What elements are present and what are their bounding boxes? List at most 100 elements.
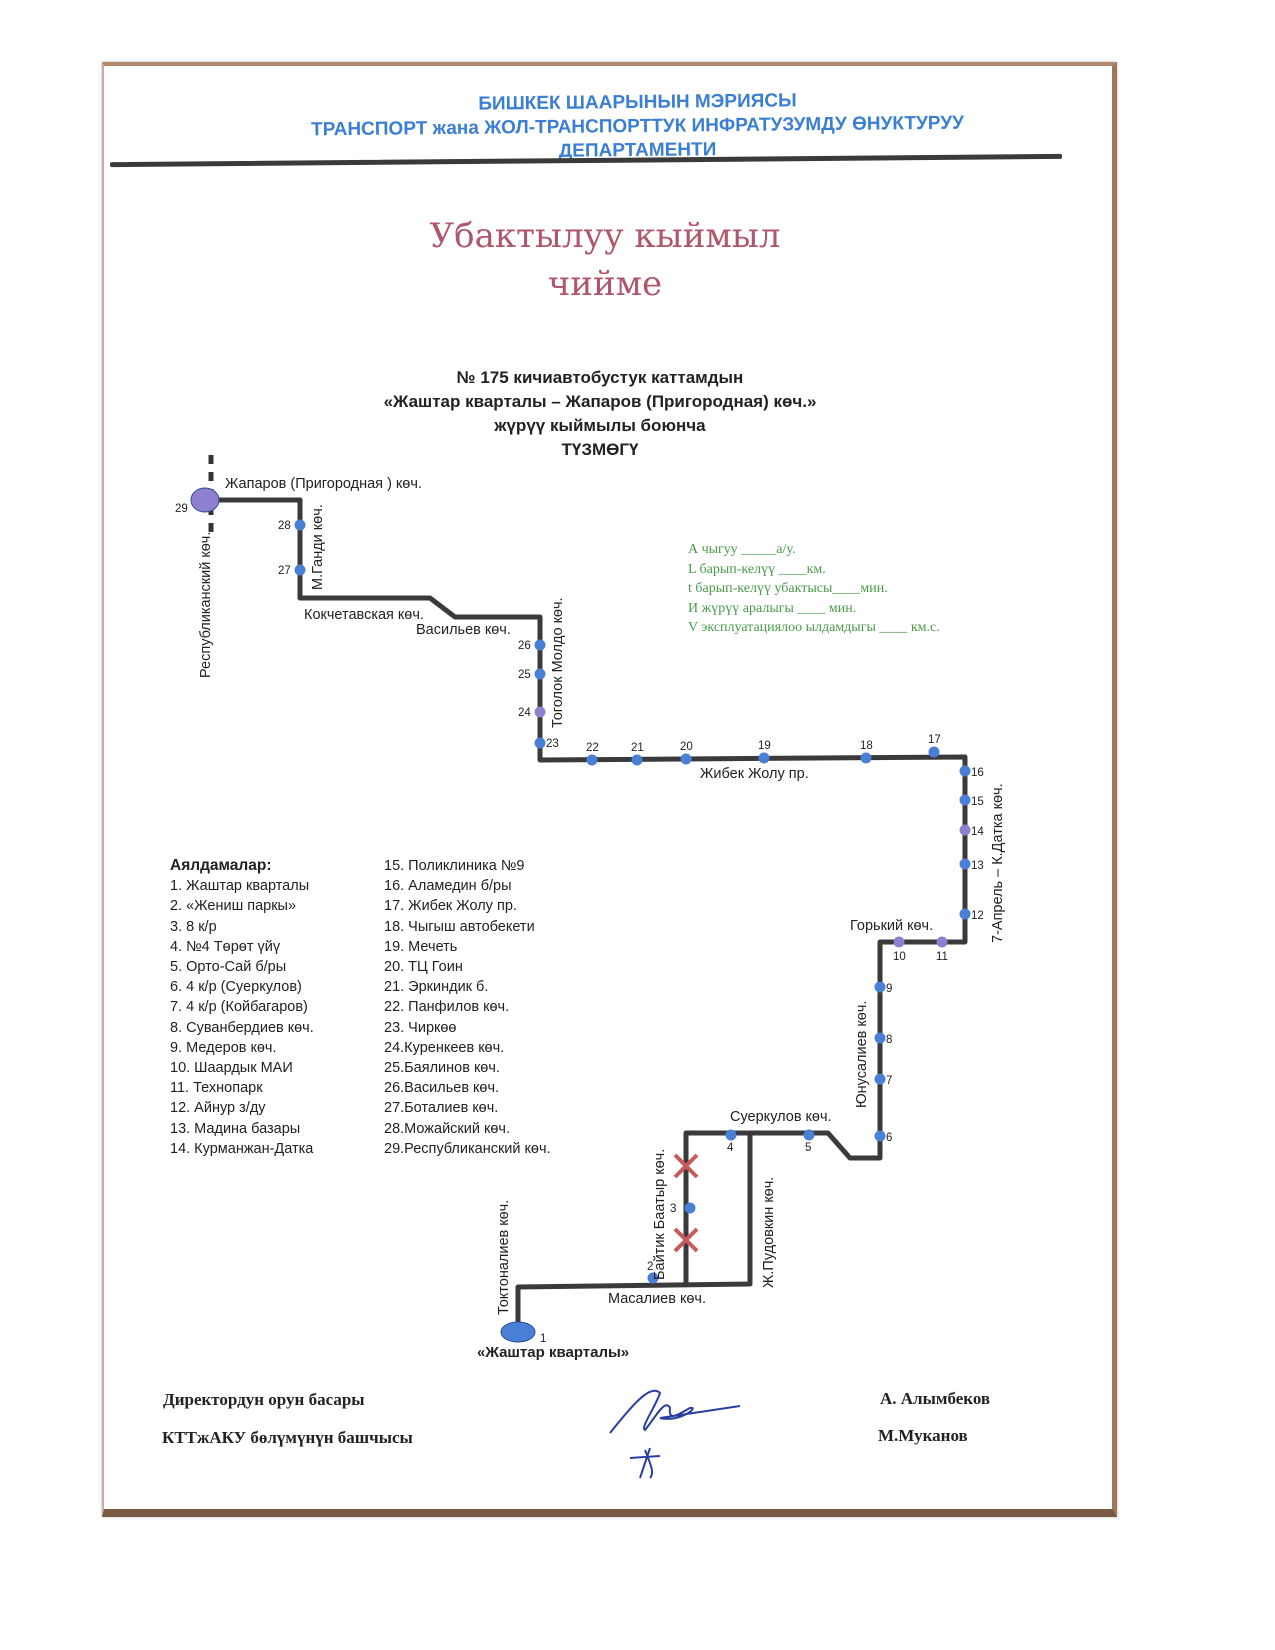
- title-line-2: чийме: [547, 264, 663, 304]
- map-stop-1: 1: [500, 1321, 546, 1345]
- street-label-vasilev: Васильев көч.: [416, 622, 511, 638]
- street-label-toktonaliev: Токтоналиев көч.: [496, 1200, 512, 1315]
- stop-list-item: 15. Поликлиника №9: [384, 858, 525, 874]
- map-stop-5: 5: [803, 1129, 815, 1154]
- stop-number: 29: [175, 503, 188, 515]
- signatory-name-1: А. Алымбеков: [880, 1389, 991, 1408]
- stop-number: 12: [971, 910, 984, 922]
- stop-number: 17: [928, 734, 941, 746]
- route-parameter: И жүрүү аралыгы ____ мин.: [688, 600, 857, 616]
- map-stop-18: 18: [860, 740, 873, 764]
- stop-marker: [893, 936, 905, 948]
- stop-list-item: 17. Жибек Жолу пр.: [384, 898, 517, 915]
- map-stop-3: 3: [670, 1202, 696, 1215]
- stop-list-item: 10. Шаардык МАИ: [170, 1060, 293, 1077]
- stop-marker: [874, 1073, 886, 1085]
- stop-number: 11: [936, 951, 948, 963]
- stop-number: 26: [518, 640, 531, 652]
- stop-number: 15: [971, 796, 984, 808]
- stop-marker: [586, 754, 598, 766]
- stop-number: 9: [886, 983, 892, 995]
- stop-list-item: 27.Боталиев көч.: [384, 1100, 499, 1117]
- stop-number: 5: [805, 1142, 811, 1154]
- stop-marker: [294, 564, 306, 576]
- document-page: [102, 62, 1117, 1517]
- street-label-gandi: М.Ганди көч.: [310, 504, 326, 590]
- street-label-zhaparov: Жапаров (Пригородная ) көч.: [225, 476, 422, 492]
- stop-list-item: 18. Чыгыш автобекети: [384, 918, 535, 935]
- stop-list-item: 13. Мадина базары: [170, 1120, 301, 1137]
- stop-list-item: 12. Айнур з/ду: [170, 1100, 266, 1117]
- stop-marker: [803, 1129, 815, 1141]
- stop-list-item: 22. Панфилов көч.: [384, 999, 510, 1016]
- stop-marker: [928, 746, 940, 758]
- terminal-marker: [500, 1321, 536, 1343]
- route-line: [205, 497, 968, 1332]
- stop-list-item: 6. 4 к/р (Суеркулов): [170, 979, 302, 996]
- stop-list-item: 2. «Жениш паркы»: [170, 898, 297, 915]
- stop-number: 14: [971, 826, 984, 838]
- map-stop-23: 23: [534, 737, 559, 750]
- stop-number: 8: [886, 1034, 892, 1046]
- stop-list-item: 21. Эркиндик б.: [384, 979, 489, 996]
- stop-number: 18: [860, 740, 873, 752]
- map-stop-26: 26: [518, 639, 546, 652]
- stops-heading: Аялдамалар:: [170, 857, 272, 874]
- stop-list-item: 7. 4 к/р (Койбагаров): [170, 999, 308, 1016]
- stop-list-item: 1. Жаштар кварталы: [170, 878, 310, 895]
- map-stop-21: 21: [631, 742, 644, 766]
- stop-number: 22: [586, 742, 599, 754]
- stop-list-item: 3. 8 к/р: [170, 918, 217, 935]
- stop-number: 21: [631, 742, 644, 754]
- stop-list-item: 29.Республиканский көч.: [384, 1140, 551, 1157]
- map-stop-8: 8: [874, 1032, 892, 1046]
- map-stop-16: 16: [959, 765, 984, 779]
- street-label-kokchetav: Кокчетавская көч.: [304, 607, 424, 623]
- stop-marker: [534, 668, 546, 680]
- stop-number: 24: [518, 707, 531, 719]
- stop-list-item: 25.Баялинов көч.: [384, 1060, 500, 1077]
- stop-marker: [534, 737, 546, 749]
- stop-number: 27: [278, 565, 291, 577]
- street-label-respublikansky: Республиканский көч.: [198, 532, 214, 678]
- map-stop-4: 4: [725, 1129, 737, 1154]
- stop-number: 28: [278, 520, 291, 532]
- map-stop-29: 29: [175, 487, 220, 515]
- stop-marker: [294, 519, 306, 531]
- subtitle-line-2: «Жаштар кварталы – Жапаров (Пригородная)…: [383, 392, 817, 411]
- terminal-marker: [190, 487, 220, 513]
- street-label-baitik: Байтик Баатыр көч.: [652, 1149, 668, 1280]
- map-stop-20: 20: [680, 741, 693, 765]
- map-stop-7: 7: [874, 1073, 892, 1087]
- stop-number: 25: [518, 669, 531, 681]
- map-stop-6: 6: [874, 1130, 892, 1144]
- map-stop-19: 19: [758, 740, 771, 764]
- stop-marker: [959, 908, 971, 920]
- stop-list-item: 28.Можайский көч.: [384, 1120, 510, 1137]
- stop-number: 4: [727, 1142, 734, 1154]
- stop-number: 6: [886, 1132, 892, 1144]
- street-label-gorky: Горький көч.: [850, 918, 933, 934]
- map-stop-27: 27: [278, 564, 306, 577]
- stop-marker: [534, 639, 546, 651]
- subtitle-line-4: ТҮЗМӨГҮ: [561, 440, 639, 459]
- stop-number: 3: [670, 1203, 676, 1215]
- street-label-togolok: Тоголок Молдо көч.: [550, 597, 566, 728]
- map-stop-17: 17: [928, 734, 941, 758]
- map-stop-25: 25: [518, 668, 546, 681]
- stop-list-item: 14. Курманжан-Датка: [170, 1140, 314, 1157]
- street-label-terminal: «Жаштар кварталы»: [477, 1344, 629, 1361]
- stop-marker: [631, 754, 643, 766]
- stop-number: 20: [680, 741, 693, 753]
- stop-marker: [959, 765, 971, 777]
- stop-marker: [680, 753, 692, 765]
- stop-list-item: 26.Васильев көч.: [384, 1080, 500, 1097]
- map-stop-11: 11: [936, 936, 948, 963]
- stop-marker: [874, 1130, 886, 1142]
- stop-marker: [860, 752, 872, 764]
- map-stop-14: 14: [959, 824, 984, 838]
- route-parameter: t барып-келүү убактысы____мин.: [688, 581, 888, 596]
- stop-number: 10: [893, 951, 906, 963]
- stop-list-item: 23. Чиркөө: [384, 1019, 457, 1036]
